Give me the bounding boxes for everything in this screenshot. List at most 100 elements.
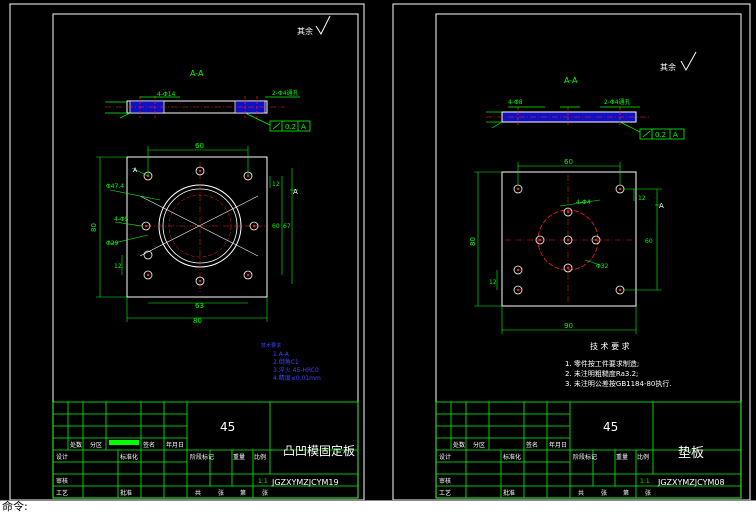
command-line-bar[interactable]: 命令: [0, 500, 756, 513]
right-tb-scale: 1:1 [640, 478, 650, 485]
left-notes-title: 技术要求 [261, 342, 281, 349]
left-sec-holes-dim: 4-Φ14 [157, 91, 176, 98]
left-tb-row-1: 设计 [56, 453, 68, 461]
left-tb-material: 45 [220, 420, 235, 434]
right-sheet: 其余 A-A 4-Φ8 2-Φ4通孔 0.2 A [392, 3, 751, 500]
right-tb-h-2: 分区 [473, 441, 485, 449]
right-dim-width-total: 90 [564, 322, 573, 330]
left-dim-width-top: 60 [195, 142, 204, 150]
right-tb-h-1: 处数 [453, 441, 465, 449]
right-dim-height-r2: 60 [645, 238, 653, 245]
right-tb-part-name: 垫板 [678, 445, 704, 461]
left-datum-a-right: A [293, 188, 298, 196]
left-section-view [105, 96, 300, 126]
left-tb-h-1: 处数 [70, 441, 82, 449]
left-datum-a-left: A [133, 167, 138, 174]
left-tb-scale: 1:1 [258, 478, 268, 485]
right-note-2: 2. 未注明粗糙度Ra3.2; [565, 369, 638, 378]
left-flatness-frame [269, 120, 311, 132]
left-tb-bottom-1: 共 [195, 489, 201, 497]
right-sec-thread-dim: 2-Φ4通孔 [604, 98, 631, 106]
left-dim-width-total: 80 [193, 317, 202, 325]
left-tb-row2-1: 标准化 [120, 453, 138, 461]
right-tb-row2-1: 标准化 [503, 453, 521, 461]
right-flatness-frame [639, 128, 685, 140]
right-section-view [486, 106, 650, 133]
right-tb-material: 45 [603, 420, 618, 434]
right-tb-mid-1: 签名 [526, 441, 538, 449]
left-roughness-symbol [315, 15, 331, 36]
right-tb-row-3: 工艺 [439, 489, 451, 497]
left-dim-height-r2: 60 [272, 223, 280, 230]
left-tb-h-2: 分区 [90, 441, 102, 449]
left-dim-height-r3: 67 [283, 223, 291, 230]
left-roughness-label: 其余 [297, 26, 313, 36]
right-tb-bottom-1: 共 [578, 489, 584, 497]
left-dim-hole-dia: Φ47.4 [106, 183, 124, 190]
right-tb-bottom-2: 张 [601, 489, 607, 497]
left-tb-drawing-no: JGZXYMZJCYM19 [271, 478, 339, 487]
left-tb-row3-3: 比例 [254, 453, 266, 461]
left-tb-row-2: 审核 [56, 477, 68, 485]
right-tb-bottom-3: 第 [623, 489, 629, 497]
right-dim-height-total: 80 [469, 237, 477, 246]
right-dim-height-left: 12 [489, 279, 497, 286]
right-roughness-label: 其余 [660, 62, 676, 72]
right-flatness-datum: A [673, 131, 678, 139]
right-tb-row2-2: 批准 [503, 489, 515, 497]
right-flatness-value: 0.2 [655, 131, 666, 139]
left-dim-height-left: 12 [114, 263, 122, 270]
left-tb-mid-1: 签名 [143, 441, 155, 449]
right-dim-width-top: 60 [564, 158, 573, 166]
left-sec-thread-dim: 2-Φ4通孔 [272, 89, 299, 97]
left-tb-mid-2: 年月日 [166, 441, 184, 449]
left-dim-holes: 4-Φ5 [114, 216, 129, 223]
left-tb-bottom-2: 张 [218, 489, 224, 497]
left-tb-row-3: 工艺 [56, 489, 68, 497]
right-tb-row3-2: 重量 [616, 453, 628, 461]
left-sheet: 其余 A-A 4-Φ14 2-Φ4通孔 0.2 [9, 3, 365, 500]
left-tb-bottom-3: 第 [240, 489, 246, 497]
right-sec-holes-dim: 4-Φ8 [508, 99, 523, 106]
left-dim-height-total: 80 [90, 223, 98, 232]
left-title-highlight [109, 440, 139, 445]
right-tb-bottom-4: 张 [645, 489, 651, 497]
left-tb-part-name: 凸凹模固定板 [283, 443, 355, 458]
right-section-label: A-A [564, 76, 578, 85]
cad-drawing-canvas[interactable]: 其余 A-A 4-Φ14 2-Φ4通孔 0.2 [0, 0, 756, 500]
left-tb-row2-2: 批准 [120, 489, 132, 497]
right-tb-drawing-no: JGZXYMZJCYM08 [657, 478, 725, 487]
left-tb-row3-2: 重量 [233, 453, 245, 461]
right-note-1: 1. 零件按工件要求制造; [565, 359, 639, 368]
left-dim-height-r1: 12 [272, 181, 280, 188]
right-tb-row3-1: 阶段标记 [573, 453, 597, 461]
left-note-2: 2.倒角C1 [273, 358, 299, 366]
left-note-1: 1.A-A [273, 351, 290, 358]
right-notes-title: 技 术 要 求 [590, 341, 630, 351]
left-dim-width-mid: 63 [195, 302, 204, 310]
left-plan-dimensions [96, 146, 298, 322]
command-prompt: 命令: [2, 500, 28, 513]
left-sheet-border [9, 3, 365, 500]
left-tb-bottom-4: 张 [262, 489, 268, 497]
right-tb-row-2: 审核 [439, 477, 451, 485]
right-dim-circle: Φ32 [596, 263, 609, 270]
left-note-4: 4.精度≤0.01mm [273, 374, 321, 382]
right-roughness-symbol [680, 51, 697, 72]
left-dim-chamfer: Φ29 [106, 240, 119, 247]
right-dim-height-r1: 12 [638, 195, 646, 202]
left-section-label: A-A [190, 69, 204, 78]
right-tb-mid-2: 年月日 [549, 441, 567, 449]
left-title-block [52, 401, 359, 499]
right-tb-row-1: 设计 [439, 453, 451, 461]
left-plan-view [126, 156, 268, 298]
right-plan-dimensions [474, 162, 662, 334]
left-tb-row3-1: 阶段标记 [190, 453, 214, 461]
left-note-3: 3.淬火 45-HRC0 [273, 366, 319, 374]
right-datum-a: A [659, 202, 664, 210]
right-title-block [435, 401, 742, 499]
right-note-3: 3. 未注明公差按GB1184-80执行. [565, 379, 672, 388]
left-flatness-datum: A [301, 123, 306, 131]
right-tb-row3-3: 比例 [637, 453, 649, 461]
right-sheet-border [392, 3, 751, 500]
